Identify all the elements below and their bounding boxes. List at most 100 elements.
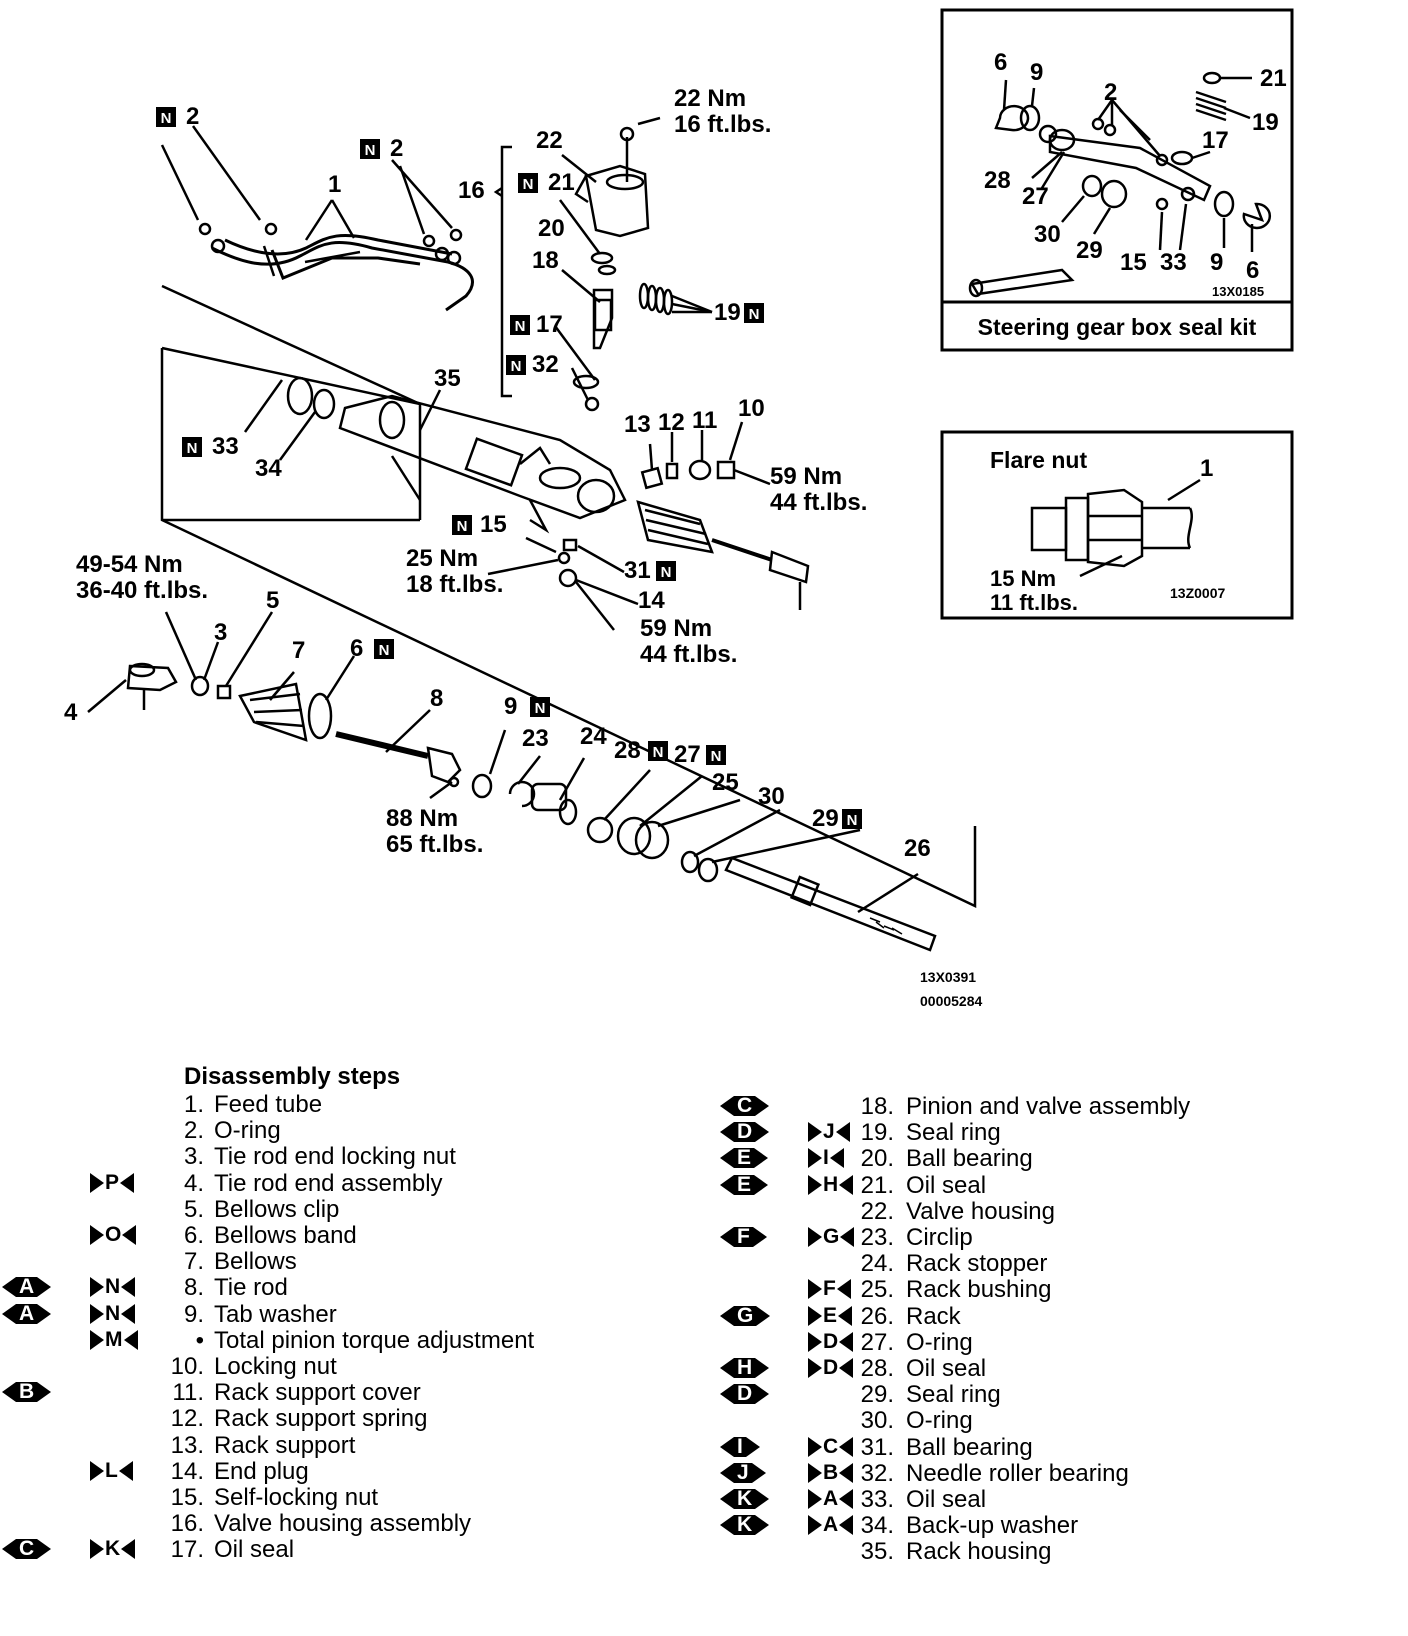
svg-text:10: 10 [738, 395, 765, 422]
step-text: Needle roller bearing [906, 1459, 1129, 1487]
svg-text:65 ft.lbs.: 65 ft.lbs. [386, 831, 483, 858]
seal-kit-inset: 6 9 2 21 19 17 28 27 30 29 15 33 9 6 13X… [940, 8, 1294, 352]
step-text: Total pinion torque adjustment [214, 1326, 535, 1354]
svg-text:6: 6 [994, 49, 1007, 76]
svg-text:18 ft.lbs.: 18 ft.lbs. [406, 571, 503, 598]
svg-text:88 Nm: 88 Nm [386, 805, 458, 832]
step-number: 16. [170, 1510, 204, 1538]
svg-text:25 Nm: 25 Nm [406, 545, 478, 572]
step-text: Tie rod end locking nut [214, 1143, 456, 1171]
step-text: Rack support spring [214, 1405, 428, 1433]
step-number: 31. [860, 1433, 894, 1461]
step-number: 17. [170, 1536, 204, 1564]
step-number: 3. [183, 1143, 204, 1171]
step-number: 28. [860, 1355, 894, 1382]
svg-text:27: 27 [1022, 183, 1049, 210]
step-text: Tie rod [214, 1274, 288, 1302]
svg-text:16: 16 [458, 177, 485, 204]
removal-mark: A [2, 1276, 52, 1298]
installation-mark: O [90, 1224, 137, 1245]
svg-text:49-54 Nm: 49-54 Nm [76, 551, 183, 578]
installation-mark: L [90, 1460, 133, 1481]
svg-text:1: 1 [1200, 455, 1213, 482]
step-text: End plug [214, 1457, 309, 1485]
step-number: 15. [170, 1484, 204, 1511]
svg-text:13Z0007: 13Z0007 [1170, 585, 1225, 601]
svg-text:59 Nm: 59 Nm [640, 615, 712, 642]
step-text: Oil seal [906, 1355, 987, 1382]
svg-text:6: 6 [1246, 257, 1259, 284]
svg-text:31: 31 [624, 557, 651, 584]
step-number: 34. [860, 1512, 894, 1540]
svg-text:34: 34 [255, 455, 282, 482]
svg-text:36-40 ft.lbs.: 36-40 ft.lbs. [76, 577, 208, 604]
svg-text:19: 19 [1252, 109, 1279, 136]
removal-mark: I [720, 1436, 760, 1457]
svg-text:22 Nm: 22 Nm [674, 85, 746, 112]
svg-text:00005284: 00005284 [920, 993, 983, 1009]
removal-mark: D [720, 1121, 770, 1143]
svg-text:26: 26 [904, 835, 931, 862]
installation-mark: A [808, 1488, 854, 1509]
step-number: 9. [183, 1300, 204, 1328]
svg-text:22: 22 [536, 127, 563, 154]
svg-text:27: 27 [674, 741, 701, 768]
step-number: 11. [172, 1379, 204, 1407]
removal-mark: K [720, 1514, 770, 1536]
svg-text:15: 15 [1120, 249, 1147, 276]
step-text: O-ring [906, 1407, 973, 1435]
step-text: Rack bushing [906, 1276, 1052, 1304]
svg-text:6: 6 [350, 635, 363, 662]
step-number: 6. [183, 1222, 204, 1249]
step-text: Rack support cover [214, 1379, 421, 1407]
step-text: Bellows [214, 1248, 297, 1276]
svg-text:9: 9 [1030, 59, 1043, 86]
step-number: 8. [183, 1274, 204, 1302]
step-text: Tie rod end assembly [214, 1169, 443, 1197]
step-number: 30. [860, 1407, 894, 1435]
exploded-steering-gear-diagram: N [64, 8, 1294, 1009]
svg-text:19: 19 [714, 299, 741, 326]
svg-text:Steering gear box seal kit: Steering gear box seal kit [978, 314, 1257, 340]
step-number: 5. [183, 1195, 204, 1223]
svg-text:30: 30 [758, 783, 785, 810]
svg-text:1: 1 [328, 171, 341, 198]
step-text: O-ring [906, 1328, 973, 1356]
step-number: 24. [860, 1250, 894, 1278]
svg-text:29: 29 [812, 805, 839, 832]
svg-text:30: 30 [1034, 221, 1061, 248]
step-number: 32. [860, 1459, 894, 1487]
installation-mark: H [808, 1174, 854, 1195]
svg-text:28: 28 [984, 167, 1011, 194]
step-text: Seal ring [906, 1381, 1001, 1409]
removal-mark: D [720, 1383, 770, 1405]
installation-mark: D [808, 1331, 854, 1352]
svg-text:5: 5 [266, 587, 279, 614]
step-number: 35. [860, 1538, 894, 1566]
installation-mark: F [808, 1278, 851, 1300]
step-text: Oil seal [906, 1171, 987, 1199]
installation-mark: N [90, 1303, 136, 1324]
installation-mark: D [808, 1357, 854, 1378]
disassembly-steps-title: Disassembly steps [184, 1063, 401, 1090]
svg-text:25: 25 [712, 769, 739, 796]
step-text: Oil seal [214, 1536, 295, 1564]
step-number: 12. [170, 1405, 204, 1433]
svg-text:13: 13 [624, 411, 651, 438]
svg-text:15 Nm: 15 Nm [990, 566, 1056, 591]
svg-text:2: 2 [1104, 79, 1117, 106]
step-number: • [195, 1326, 204, 1354]
svg-text:35: 35 [434, 365, 461, 392]
svg-text:13X0391: 13X0391 [920, 969, 976, 985]
removal-mark: E [720, 1147, 769, 1169]
svg-text:8: 8 [430, 685, 443, 712]
step-number: 29. [860, 1381, 894, 1409]
svg-text:9: 9 [1210, 249, 1223, 276]
step-text: Bellows clip [214, 1195, 340, 1223]
svg-text:20: 20 [538, 215, 565, 242]
installation-mark: I [808, 1147, 844, 1169]
svg-text:16 ft.lbs.: 16 ft.lbs. [674, 111, 771, 138]
svg-text:12: 12 [658, 409, 685, 436]
svg-text:3: 3 [214, 619, 227, 646]
step-text: Feed tube [214, 1091, 323, 1118]
